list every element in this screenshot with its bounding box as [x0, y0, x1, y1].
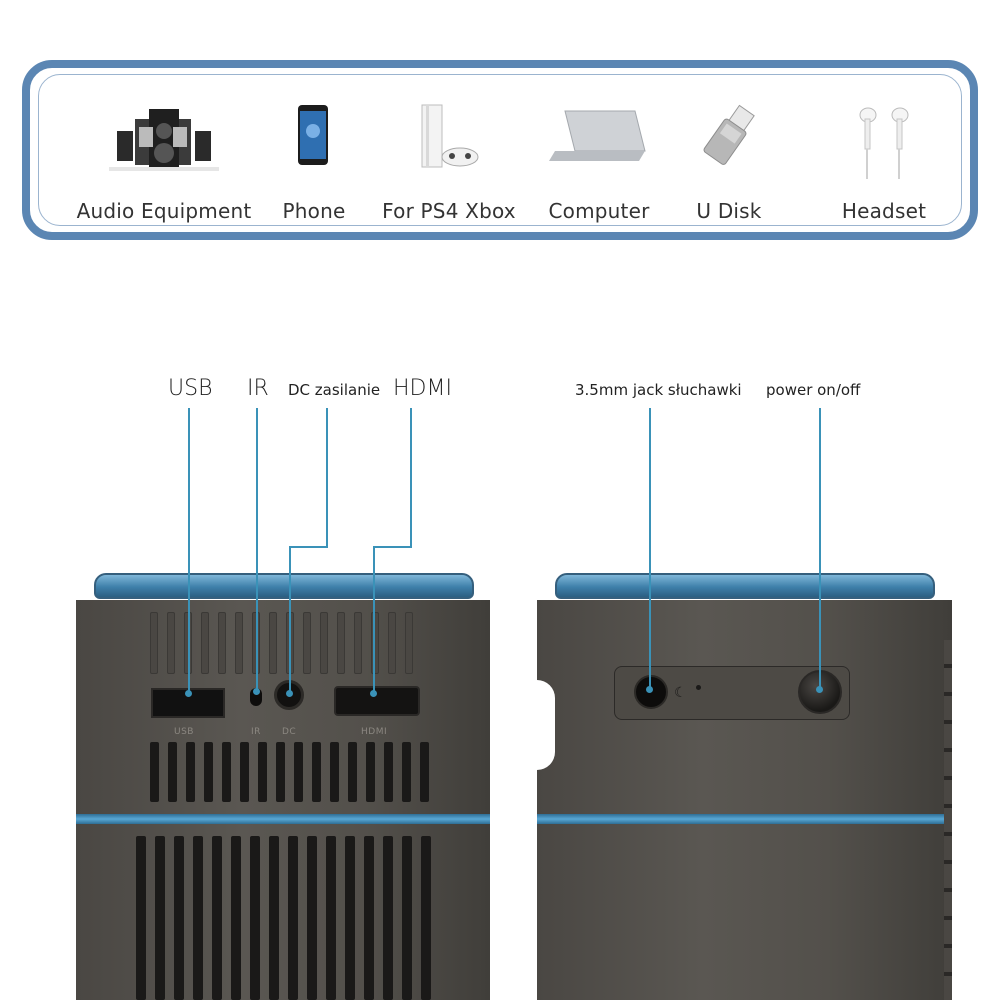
leader-line-dc [326, 408, 328, 548]
leader-dot-ir [253, 688, 260, 695]
device-computer: Computer [539, 101, 659, 231]
laptop-icon [539, 101, 659, 181]
callout-ir: IR [247, 376, 269, 401]
leader-line-dc [289, 546, 291, 693]
leader-line-hdmi [373, 546, 412, 548]
leader-line-power [819, 408, 821, 690]
device-label: Phone [282, 199, 346, 223]
leader-line-hdmi [373, 546, 375, 693]
smartphone-icon [279, 101, 349, 181]
leader-dot-hdmi [370, 690, 377, 697]
hdmi-port [334, 686, 420, 716]
device-label: Headset [841, 199, 927, 223]
port-label-ir: IR [251, 727, 261, 737]
leader-line-usb [188, 408, 190, 694]
callout-usb: USB [168, 376, 213, 401]
headphone-icon: ☾ [674, 684, 687, 700]
game-console-icon [389, 101, 509, 181]
device-headset: Headset [829, 101, 939, 231]
leader-dot-dc [286, 690, 293, 697]
device-label: Computer [548, 199, 650, 223]
projector-body [537, 600, 952, 1000]
leader-dot-jack [646, 686, 653, 693]
device-label: U Disk [696, 199, 762, 223]
leader-line-dc [289, 546, 328, 548]
upper-vent [150, 612, 413, 674]
port-label-dc: DC [282, 727, 297, 737]
lens-top-cap [555, 573, 935, 599]
callout-dc: DC zasilanie [288, 381, 381, 399]
side-cutout [537, 680, 555, 770]
device-audio-equipment: Audio Equipment [77, 101, 251, 231]
device-phone: Phone [279, 101, 349, 231]
leader-line-jack [649, 408, 651, 690]
leader-line-hdmi [410, 408, 412, 548]
status-led [696, 685, 701, 690]
speaker-system-icon [79, 101, 249, 181]
callout-power: power on/off [766, 381, 861, 399]
lower-vent [150, 742, 429, 802]
device-u-disk: U Disk [684, 101, 774, 231]
callout-hdmi: HDMI [393, 376, 452, 401]
compatibility-banner: Audio Equipment Phone [22, 60, 978, 240]
device-game-console: For PS4 Xbox [382, 101, 516, 231]
callout-jack: 3.5mm jack słuchawki [575, 381, 742, 399]
banner-inner-frame: Audio Equipment Phone [38, 74, 962, 226]
device-label: For PS4 Xbox [382, 199, 516, 223]
device-label: Audio Equipment [76, 199, 252, 223]
leader-line-ir [256, 408, 258, 692]
lens-top-cap [94, 573, 474, 599]
leader-dot-usb [185, 690, 192, 697]
usb-drive-icon [684, 101, 774, 181]
port-label-hdmi: HDMI [361, 727, 388, 737]
bottom-vent [136, 836, 431, 1000]
side-grip [944, 640, 952, 1000]
leader-dot-power [816, 686, 823, 693]
accent-stripe [537, 814, 952, 824]
earphones-icon [829, 101, 939, 181]
accent-stripe [76, 814, 490, 824]
port-label-usb: USB [174, 727, 194, 737]
